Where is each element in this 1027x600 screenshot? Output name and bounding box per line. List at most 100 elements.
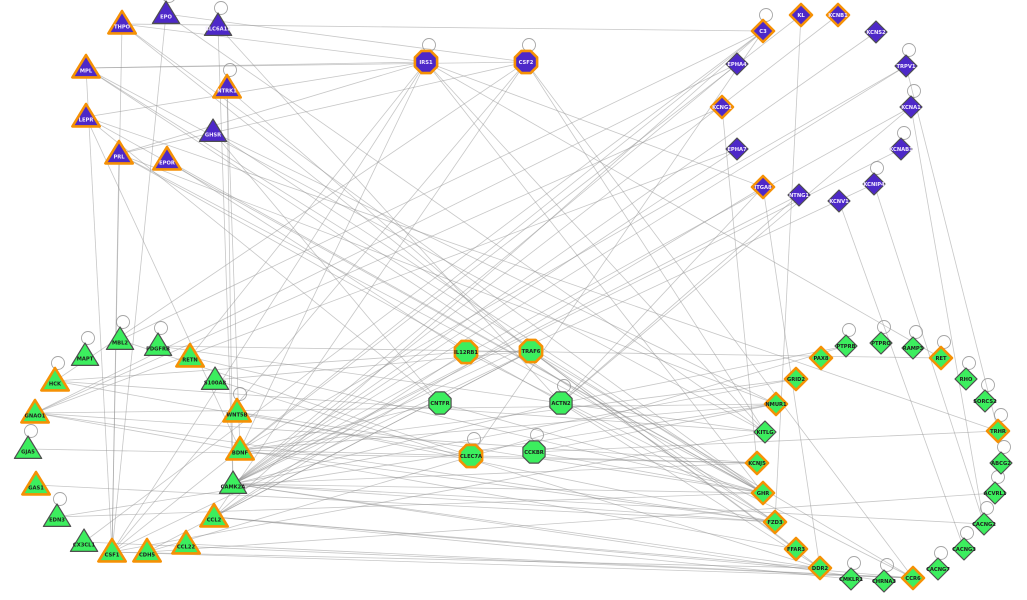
edge-PRL-FZD3[interactable] bbox=[118, 153, 776, 523]
node-FFAR3[interactable]: FFAR3 bbox=[783, 536, 809, 562]
node-FZD3[interactable]: FZD3 bbox=[762, 509, 788, 535]
edge-NTRK1-TRAF6[interactable] bbox=[226, 87, 532, 352]
edge-GNAO1-KCNJ5[interactable] bbox=[34, 412, 758, 464]
edge-EPO-CSF2[interactable] bbox=[165, 13, 527, 63]
edge-C3-CCL2[interactable] bbox=[213, 30, 764, 518]
edge-CSF2-HCK[interactable] bbox=[54, 61, 527, 382]
edge-GHSR-CNTFR[interactable] bbox=[212, 131, 441, 404]
edge-EPHA4-CAMK2A[interactable] bbox=[232, 63, 738, 485]
node-RHO[interactable]: RHO bbox=[954, 367, 978, 391]
edge-KCNV1-CACNG3[interactable] bbox=[838, 200, 965, 550]
node-GHR[interactable]: GHR bbox=[750, 480, 776, 506]
node-PDGFRB[interactable]: PDGFRB bbox=[143, 332, 173, 356]
edge-IRS1-KITLG[interactable] bbox=[425, 61, 766, 433]
edge-BDNF-FZD3[interactable] bbox=[239, 449, 776, 523]
node-MPL[interactable]: MPL bbox=[71, 53, 101, 79]
node-PTPRB[interactable]: PTPRB bbox=[834, 334, 858, 358]
edge-C3-CX3CL1[interactable] bbox=[83, 30, 764, 543]
edge-THPO-CSF1[interactable] bbox=[111, 23, 123, 553]
edge-WNT5B-GHR[interactable] bbox=[236, 411, 764, 494]
edge-TRAF6-CSF1[interactable] bbox=[111, 350, 532, 553]
edge-THPO-GHR[interactable] bbox=[121, 23, 764, 494]
edge-CCL2-DDR2[interactable] bbox=[213, 516, 821, 569]
edge-CAMK2A-GHR[interactable] bbox=[232, 483, 764, 494]
node-CACNG3[interactable]: CACNG3 bbox=[952, 537, 976, 561]
edge-EDN3-NMUR1[interactable] bbox=[56, 403, 777, 518]
edge-EPOR-GHR[interactable] bbox=[166, 159, 764, 494]
edge-MPL-GHR[interactable] bbox=[85, 67, 764, 494]
node-CX3CL1[interactable]: CX3CL1 bbox=[69, 528, 99, 553]
edge-CAMK2A-GRID2[interactable] bbox=[232, 378, 797, 485]
node-CLEC7A[interactable]: CLEC7A bbox=[458, 443, 484, 469]
node-PTPRO[interactable]: PTPRO bbox=[869, 331, 893, 355]
node-KCNIP4[interactable]: KCNIP4 bbox=[862, 172, 886, 196]
node-CHRNA3[interactable]: CHRNA3 bbox=[872, 569, 896, 593]
edge-KCNA1-CAMK2A[interactable] bbox=[232, 106, 912, 485]
edge-ACTN2-CAMK2A[interactable] bbox=[232, 402, 562, 485]
node-GAS1[interactable]: GAS1 bbox=[21, 470, 52, 496]
edge-PRL-CSF2[interactable] bbox=[118, 61, 527, 155]
edge-KCNB1-CAMK2A[interactable] bbox=[232, 14, 839, 485]
edge-IRS1-BDNF[interactable] bbox=[239, 61, 427, 451]
node-KCNJ5[interactable]: KCNJ5 bbox=[744, 450, 770, 476]
edge-CX3CL1-CCR6[interactable] bbox=[83, 541, 914, 579]
edge-BDNF-NMUR1[interactable] bbox=[239, 403, 777, 451]
edge-KCNA1-CACNG2[interactable] bbox=[910, 106, 985, 525]
node-KITLG[interactable]: KITLG bbox=[753, 420, 777, 444]
edge-HCK-KITLG[interactable] bbox=[54, 380, 766, 433]
edge-CSF1-KITLG[interactable] bbox=[111, 431, 766, 553]
edge-KCNA1-ACTN2[interactable] bbox=[560, 106, 912, 404]
edge-KL-BDNF[interactable] bbox=[239, 14, 802, 451]
edge-CDH5-ACVRL1[interactable] bbox=[146, 492, 996, 553]
edge-RETN-GHR[interactable] bbox=[189, 356, 764, 494]
edge-KCNG1-KCNJ5[interactable] bbox=[721, 106, 758, 464]
node-NTRK1[interactable]: NTRK1 bbox=[212, 73, 242, 99]
node-CCR6[interactable]: CCR6 bbox=[900, 565, 926, 591]
edge-NTNG1-ACTN2[interactable] bbox=[560, 194, 800, 404]
node-RET[interactable]: RET bbox=[928, 345, 954, 371]
edge-TRAF6-FFAR3[interactable] bbox=[530, 350, 797, 550]
edge-EDN3-GHR[interactable] bbox=[56, 492, 764, 518]
edge-CDH5-PTPRB[interactable] bbox=[146, 345, 847, 553]
edge-THPO-IRS1[interactable] bbox=[121, 23, 427, 63]
edge-CCKBR-NMUR1[interactable] bbox=[533, 403, 777, 453]
node-CACNG7[interactable]: CACNG7 bbox=[926, 557, 950, 581]
node-KCNV1[interactable]: KCNV1 bbox=[827, 189, 851, 213]
node-ACVRL1[interactable]: ACVRL1 bbox=[983, 481, 1007, 505]
edge-NTRK1-BDNF[interactable] bbox=[226, 87, 241, 451]
node-NMUR1[interactable]: NMUR1 bbox=[763, 391, 789, 417]
edge-BDNF-KCNJ5[interactable] bbox=[239, 449, 758, 464]
node-GRID2[interactable]: GRID2 bbox=[783, 366, 809, 392]
edge-CSF2-CCL2[interactable] bbox=[213, 61, 527, 518]
node-SLC6A12[interactable]: SLC6A12 bbox=[203, 12, 233, 37]
node-THPO[interactable]: THPO bbox=[107, 9, 137, 35]
edge-LEPR-IRS1[interactable] bbox=[85, 61, 427, 118]
edge-CSF2-KITLG[interactable] bbox=[525, 61, 766, 433]
node-KCNA1[interactable]: KCNA1 bbox=[899, 95, 923, 119]
edge-CLEC7A-HCK[interactable] bbox=[54, 380, 472, 457]
edge-GHSR-GHR[interactable] bbox=[212, 131, 764, 494]
node-ABCG2[interactable]: ABCG2 bbox=[989, 451, 1013, 475]
edge-ITGA8-ACTN2[interactable] bbox=[560, 186, 764, 404]
node-EPO[interactable]: EPO bbox=[151, 0, 181, 24]
edge-PDGFRB-KITLG[interactable] bbox=[157, 345, 766, 433]
edge-EPHA7-GNAO1[interactable] bbox=[34, 148, 738, 414]
edge-CNTFR-BDNF[interactable] bbox=[239, 402, 441, 451]
edge-TRPV1-TRHR[interactable] bbox=[905, 65, 999, 432]
edge-LEPR-CNTFR[interactable] bbox=[85, 116, 441, 404]
edge-CSF2-CSF1[interactable] bbox=[111, 61, 527, 553]
edge-CNTFR-GHR[interactable] bbox=[439, 402, 764, 494]
edge-WNT5B-FZD3[interactable] bbox=[236, 411, 776, 523]
edge-GAS1-FZD3[interactable] bbox=[35, 484, 776, 523]
node-PAX8[interactable]: PAX8 bbox=[808, 345, 834, 371]
edge-NTNG1-CAMK2A[interactable] bbox=[232, 194, 800, 485]
edge-LEPR-BDNF[interactable] bbox=[85, 116, 241, 451]
edge-KCNG1-GNAO1[interactable] bbox=[34, 106, 723, 414]
edge-KCNS2-CAMK2A[interactable] bbox=[232, 31, 877, 485]
node-KCNB1[interactable]: KCNB1 bbox=[825, 2, 851, 28]
edge-CCKBR-GHR[interactable] bbox=[533, 451, 764, 494]
node-CMKLR1[interactable]: CMKLR1 bbox=[839, 567, 863, 591]
edge-IRS1-GHR[interactable] bbox=[425, 61, 764, 494]
